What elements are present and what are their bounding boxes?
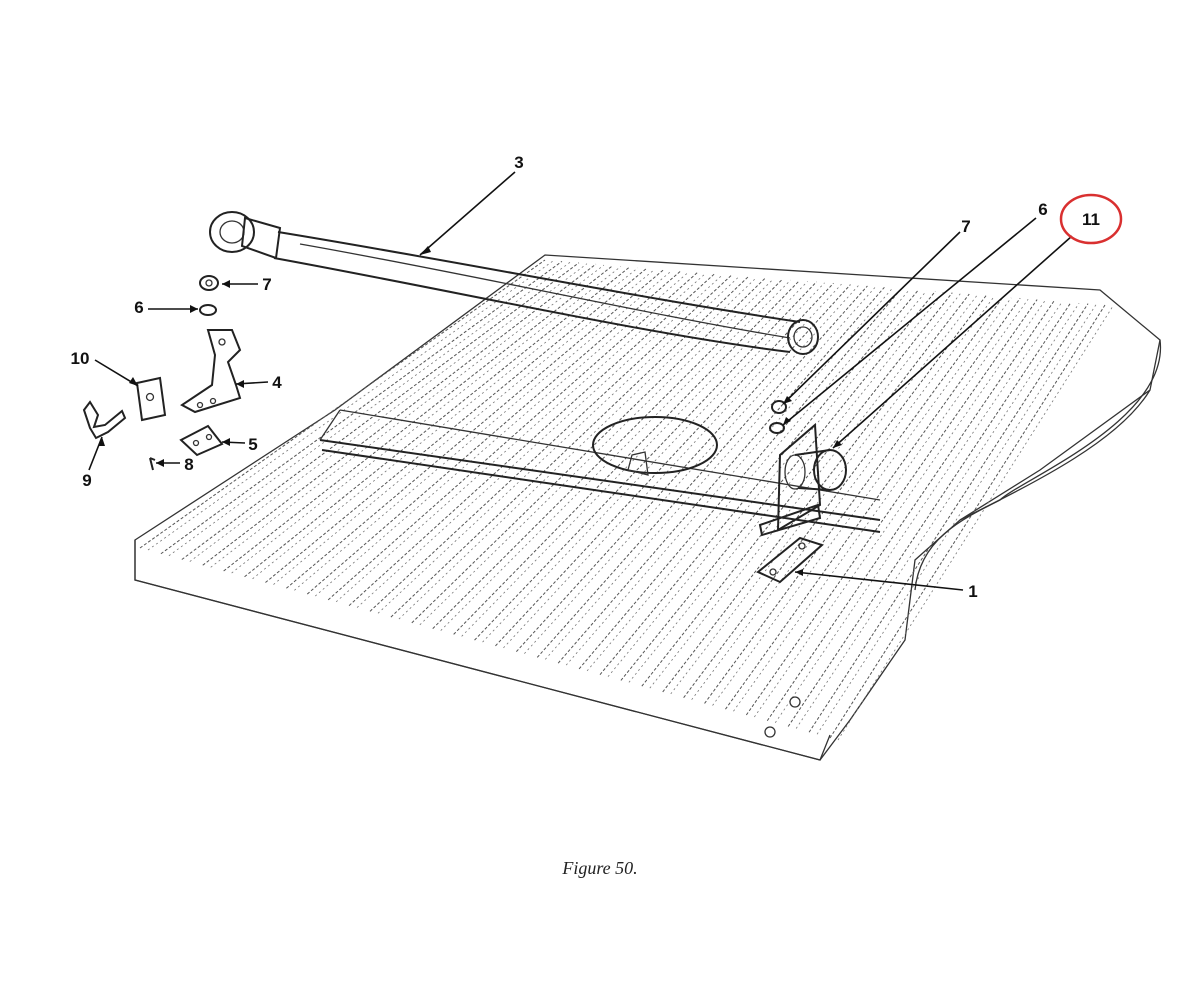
callout-7b: 7 (961, 217, 970, 236)
floor-rib-line (315, 271, 690, 597)
part-10-spacer-block (135, 376, 167, 422)
floor-rib-line (536, 285, 868, 658)
callout-6a: 6 (134, 298, 143, 317)
floor-rib-line (808, 303, 1089, 733)
floor-rib-line (607, 290, 927, 677)
floor-rib-line (662, 293, 970, 693)
callout-8: 8 (184, 455, 193, 474)
callout-9: 9 (82, 471, 91, 490)
floor-rib-line (586, 289, 910, 672)
floor-rib-line (816, 304, 1097, 735)
callout-4: 4 (272, 373, 282, 392)
floor-rib-line (356, 274, 723, 608)
floor-rib-line (649, 293, 961, 689)
highlight-circle (1059, 193, 1123, 245)
callout-6b: 6 (1038, 200, 1047, 219)
floor-rib-line (181, 262, 580, 560)
floor-rib-line (670, 294, 978, 695)
floor-rib-line (390, 276, 749, 618)
floor-rib-line (557, 286, 885, 664)
nut-washer-right (769, 400, 787, 434)
floor-rib-line (599, 289, 919, 675)
floor-rib-line (620, 291, 936, 681)
floor-rib-line (712, 297, 1012, 706)
floor-rib-line (286, 269, 665, 589)
floor-rib-line (265, 267, 648, 583)
floor-rib-line (369, 274, 733, 612)
floor-rib-line (202, 263, 597, 566)
callout-11: 11 (1082, 210, 1100, 229)
callouts (88, 171, 1073, 591)
floor-rib-line (348, 273, 716, 606)
part-3-brace-tube (209, 211, 819, 355)
callout-3: 3 (514, 153, 523, 172)
part-4-angle-bracket (180, 329, 242, 414)
floor-rib-line (515, 284, 851, 652)
floor-rib-line (160, 260, 563, 555)
floor-rib-line (704, 296, 1004, 704)
part-5-plate-small (179, 424, 224, 457)
floor-rib-line (189, 263, 588, 562)
callout-10: 10 (71, 349, 90, 368)
floor-rib-line (628, 292, 944, 683)
floor-rib-line (335, 272, 706, 603)
truck-bed-floor (134, 254, 1161, 761)
floor-rib-line (231, 266, 622, 574)
floor-rib-line (252, 267, 639, 580)
part-1-plate (756, 536, 824, 584)
floor-rib-line (411, 277, 766, 624)
floor-rib-line (524, 285, 859, 654)
floor-rib-line (691, 296, 995, 700)
floor-rib-line (745, 299, 1038, 716)
figure-caption: Figure 50. (562, 858, 638, 878)
floor-rib-line (327, 271, 699, 601)
floor-rib-line (273, 268, 656, 585)
floor-rib-line (432, 278, 783, 629)
floor-rib-line (139, 259, 546, 549)
floor-rib-line (544, 286, 876, 660)
floor-rib-line (795, 303, 1080, 729)
floor-rib-line (244, 266, 631, 578)
floor-rib-line (725, 297, 1021, 710)
part-7-nut-left (199, 275, 219, 291)
floor-rib-line (683, 295, 987, 698)
floor-rib-line (641, 292, 953, 687)
floor-rib-line (829, 304, 1106, 739)
part-11-socket-bracket (758, 422, 847, 537)
floor-rib-line (306, 270, 682, 595)
floor-rib-line (837, 305, 1114, 741)
arrowheads (99, 246, 842, 576)
part-9-pin (82, 400, 127, 440)
floor-ribs (139, 259, 1114, 741)
floor-rib-line (168, 262, 571, 557)
part-6-washer-left (199, 304, 217, 316)
floor-rib-line (578, 288, 902, 670)
part-8-cotter-pin (149, 457, 156, 471)
floor-rib-line (223, 265, 614, 572)
callout-1: 1 (968, 582, 977, 601)
callout-5: 5 (248, 435, 257, 454)
callout-7a: 7 (262, 275, 271, 294)
